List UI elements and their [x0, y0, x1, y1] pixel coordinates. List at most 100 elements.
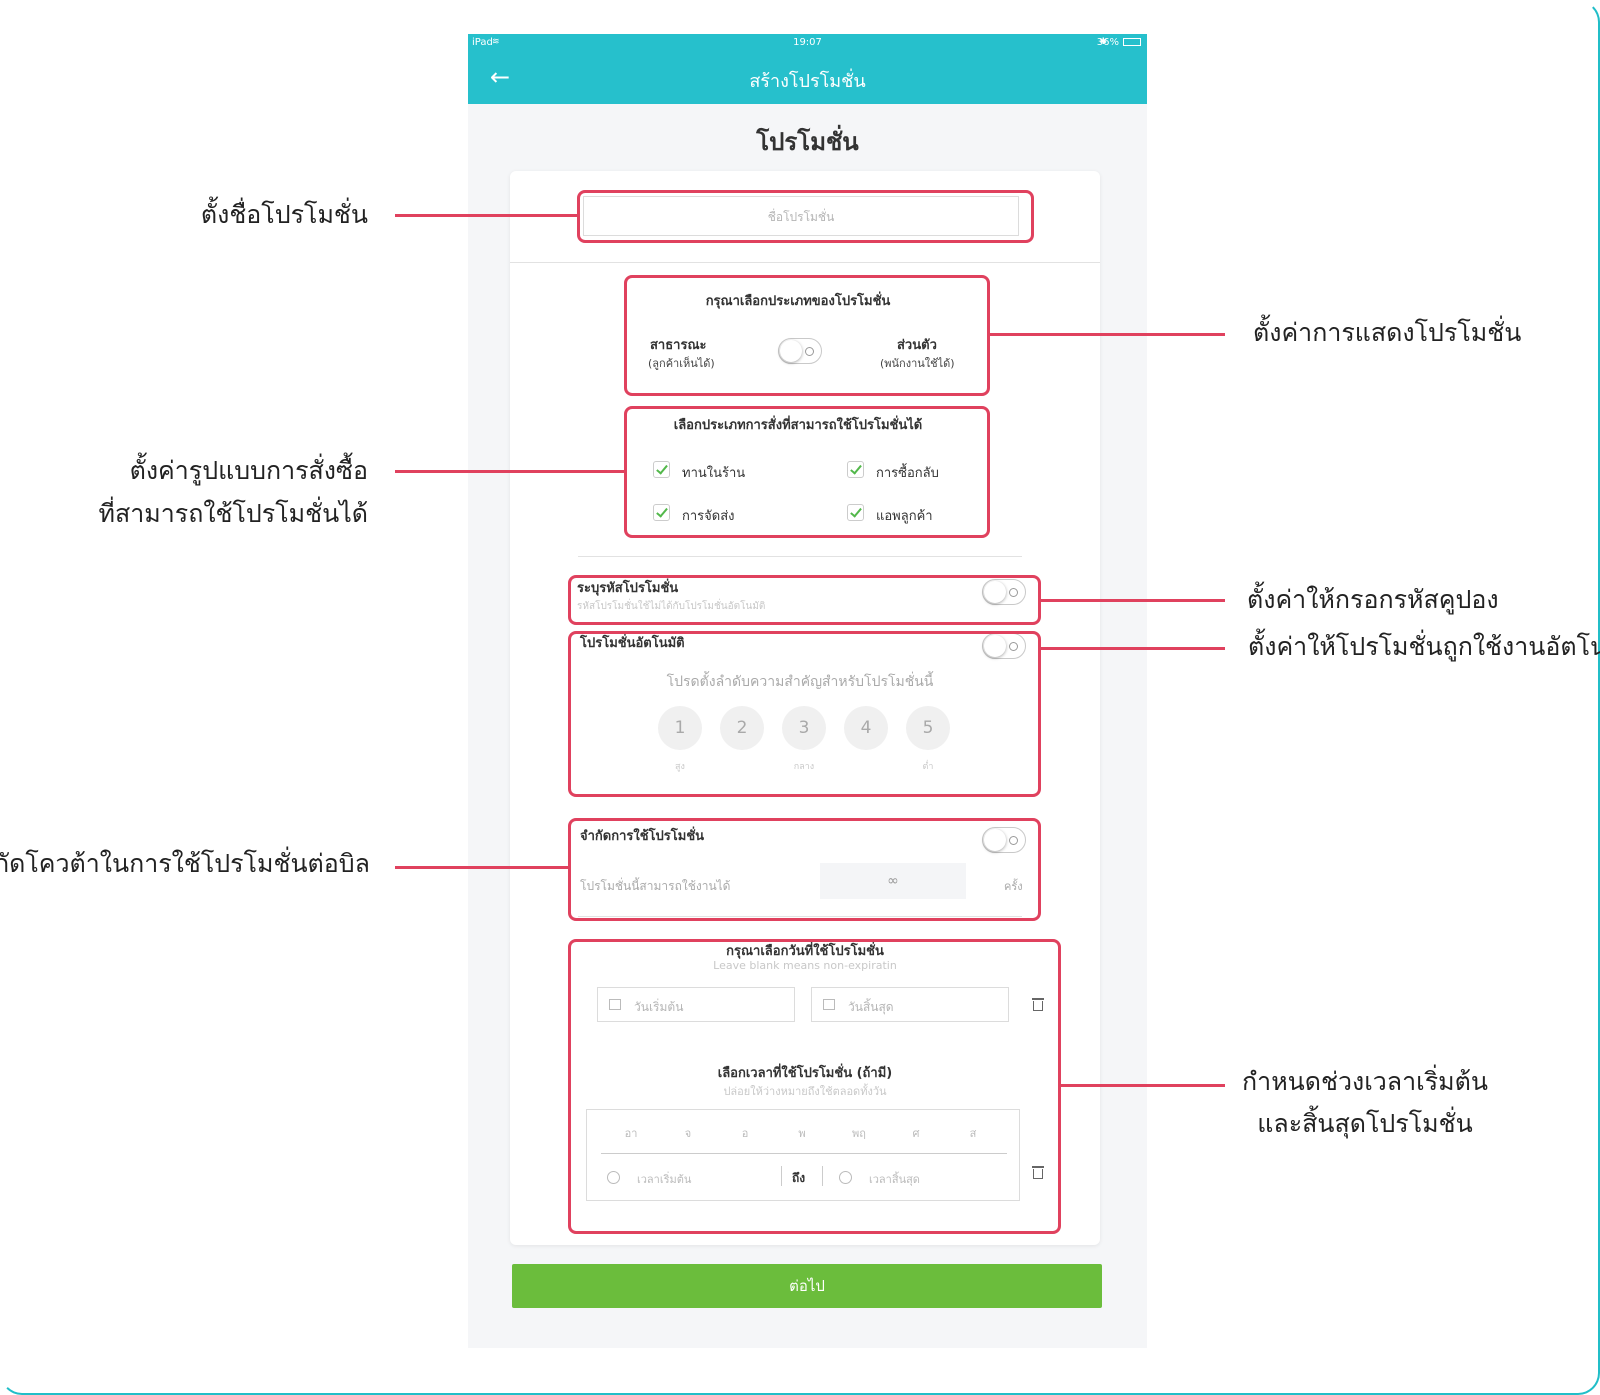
priority-1-button[interactable]: 1: [658, 706, 702, 750]
leader-line: [395, 214, 577, 217]
limit-toggle[interactable]: [982, 827, 1026, 853]
highlight-coupon: [568, 575, 1041, 625]
priority-mid-label: กลาง: [793, 762, 815, 772]
time-picker-box: อา จ อ พ พฤ ศ ส เวลาเริ่มต้น ถึง เวลาสิ้…: [586, 1109, 1020, 1201]
time-separator: [822, 1166, 823, 1186]
wifi-icon: ≋: [492, 37, 500, 47]
note-order-1: ตั้งค่ารูปแบบการสั่งซื้อ: [129, 456, 368, 485]
page-title: โปรโมชั่น: [756, 128, 859, 156]
end-date-placeholder: วันสิ้นสุด: [848, 1000, 894, 1014]
back-arrow-icon[interactable]: ←: [490, 63, 511, 91]
highlight-name: [577, 190, 1034, 243]
section-divider: [578, 916, 1022, 917]
battery-percent: 36%: [1096, 37, 1119, 48]
start-date-placeholder: วันเริ่มต้น: [634, 1000, 684, 1014]
delivery-checkbox[interactable]: [653, 504, 670, 521]
delivery-label: การจัดส่ง: [682, 509, 735, 524]
days-divider: [601, 1153, 1007, 1154]
end-time-input[interactable]: เวลาสิ้นสุด: [869, 1173, 920, 1186]
customer-app-checkbox[interactable]: [847, 504, 864, 521]
day-wed[interactable]: พ: [798, 1127, 806, 1140]
highlight-order-types: [624, 406, 990, 538]
dine-in-label: ทานในร้าน: [682, 466, 746, 481]
next-button[interactable]: ต่อไป: [512, 1264, 1102, 1308]
dine-in-checkbox[interactable]: [653, 461, 670, 478]
day-sun[interactable]: อา: [624, 1127, 638, 1140]
calendar-icon: [609, 999, 621, 1010]
clock-icon: [839, 1171, 852, 1184]
leader-line: [990, 333, 1225, 336]
dates-hint: Leave blank means non-expiratin: [713, 959, 897, 972]
day-tue[interactable]: อ: [741, 1127, 749, 1140]
times-hint: ปล่อยให้ว่างหมายถึงใช้ตลอดทั้งวัน: [723, 1085, 887, 1098]
clear-dates-trash-icon[interactable]: [1032, 998, 1044, 1011]
priority-heading: โปรดตั้งลำดับความสำคัญสำหรับโปรโมชั่นนี้: [666, 674, 934, 690]
promo-code-label: ระบุรหัสโปรโมชั่น: [577, 581, 679, 596]
bluetooth-icon: ✱: [1099, 37, 1107, 47]
note-order-2: ที่สามารถใช้โปรโมชั่นได้: [98, 499, 368, 528]
device-label: iPad: [472, 37, 493, 48]
promo-code-toggle[interactable]: [982, 579, 1026, 605]
limit-text: โปรโมชั่นนี้สามารถใช้งานได้: [580, 879, 731, 893]
section-divider: [578, 556, 1022, 557]
times-heading: เลือกเวลาที่ใช้โปรโมชั่น (ถ้ามี): [717, 1066, 893, 1081]
to-label: ถึง: [792, 1171, 806, 1185]
note-auto: ตั้งค่าให้โปรโมชั่นถูกใช้งานอัตโนมัติ: [1248, 632, 1600, 661]
leader-line: [1041, 647, 1225, 650]
priority-high-label: สูง: [675, 762, 685, 772]
priority-5-button[interactable]: 5: [906, 706, 950, 750]
priority-low-label: ต่ำ: [922, 762, 934, 772]
day-thu[interactable]: พฤ: [852, 1127, 866, 1140]
visibility-toggle[interactable]: [778, 338, 822, 364]
promo-type-heading: กรุณาเลือกประเภทของโปรโมชั่น: [705, 294, 891, 309]
public-label: สาธารณะ: [650, 338, 707, 353]
day-fri[interactable]: ศ: [912, 1127, 920, 1140]
clear-times-trash-icon[interactable]: [1032, 1166, 1044, 1179]
day-mon[interactable]: จ: [684, 1127, 692, 1140]
status-time: 19:07: [793, 37, 822, 48]
ipad-screen: iPad ≋ 19:07 ✱ 36% ← สร้างโปรโมชั่น โปรโ…: [468, 34, 1147, 1348]
promotion-form-card: ชื่อโปรโมชั่น กรุณาเลือกประเภทของโปรโมชั…: [510, 171, 1100, 1245]
start-date-input[interactable]: วันเริ่มต้น: [597, 987, 795, 1022]
auto-promo-toggle[interactable]: [982, 633, 1026, 659]
priority-3-button[interactable]: 3: [782, 706, 826, 750]
promotion-name-input[interactable]: ชื่อโปรโมชั่น: [583, 196, 1019, 236]
promo-code-hint: รหัสโปรโมชั่นใช้ไม่ได้กับโปรโมชั่นอัตโนม…: [577, 601, 766, 612]
dates-heading: กรุณาเลือกวันที่ใช้โปรโมชั่น: [726, 944, 884, 959]
section-divider: [510, 262, 1100, 263]
battery-icon: [1123, 38, 1141, 46]
day-sat[interactable]: ส: [969, 1127, 977, 1140]
note-period-2: และสิ้นสุดโปรโมชั่น: [1257, 1109, 1473, 1138]
time-separator: [781, 1166, 782, 1186]
priority-4-button[interactable]: 4: [844, 706, 888, 750]
start-time-input[interactable]: เวลาเริ่มต้น: [637, 1173, 692, 1186]
priority-2-button[interactable]: 2: [720, 706, 764, 750]
highlight-display: [624, 275, 990, 396]
note-display: ตั้งค่าการแสดงโปรโมชั่น: [1253, 318, 1522, 347]
auto-promo-label: โปรโมชั่นอัตโนมัติ: [580, 636, 685, 651]
note-period-1: กำหนดช่วงเวลาเริ่มต้น: [1242, 1067, 1488, 1096]
highlight-auto: [568, 631, 1041, 797]
order-types-heading: เลือกประเภทการสั่งที่สามารถใช้โปรโมชั่นไ…: [673, 418, 923, 433]
limit-label: จำกัดการใช้โปรโมชั่น: [580, 829, 705, 844]
public-sublabel: (ลูกค้าเห็นได้): [648, 357, 715, 370]
leader-line: [395, 470, 624, 473]
leader-line: [1041, 599, 1225, 602]
clock-icon: [607, 1171, 620, 1184]
leader-line: [1061, 1084, 1225, 1087]
highlight-quota: [568, 818, 1041, 921]
nav-title: สร้างโปรโมชั่น: [749, 71, 866, 92]
limit-unit: ครั้ง: [1004, 880, 1023, 893]
status-bar: iPad ≋ 19:07 ✱ 36%: [468, 34, 1147, 52]
customer-app-label: แอพลูกค้า: [876, 509, 933, 524]
limit-count-input[interactable]: ∞: [820, 863, 966, 899]
highlight-period: [568, 939, 1061, 1234]
calendar-icon: [823, 999, 835, 1010]
takeaway-checkbox[interactable]: [847, 461, 864, 478]
end-date-input[interactable]: วันสิ้นสุด: [811, 987, 1009, 1022]
private-label: ส่วนตัว: [897, 338, 937, 353]
note-quota: จำกัดโควต้าในการใช้โปรโมชั่นต่อบิล: [0, 849, 370, 878]
leader-line: [395, 866, 568, 869]
private-sublabel: (พนักงานใช้ได้): [880, 357, 955, 370]
